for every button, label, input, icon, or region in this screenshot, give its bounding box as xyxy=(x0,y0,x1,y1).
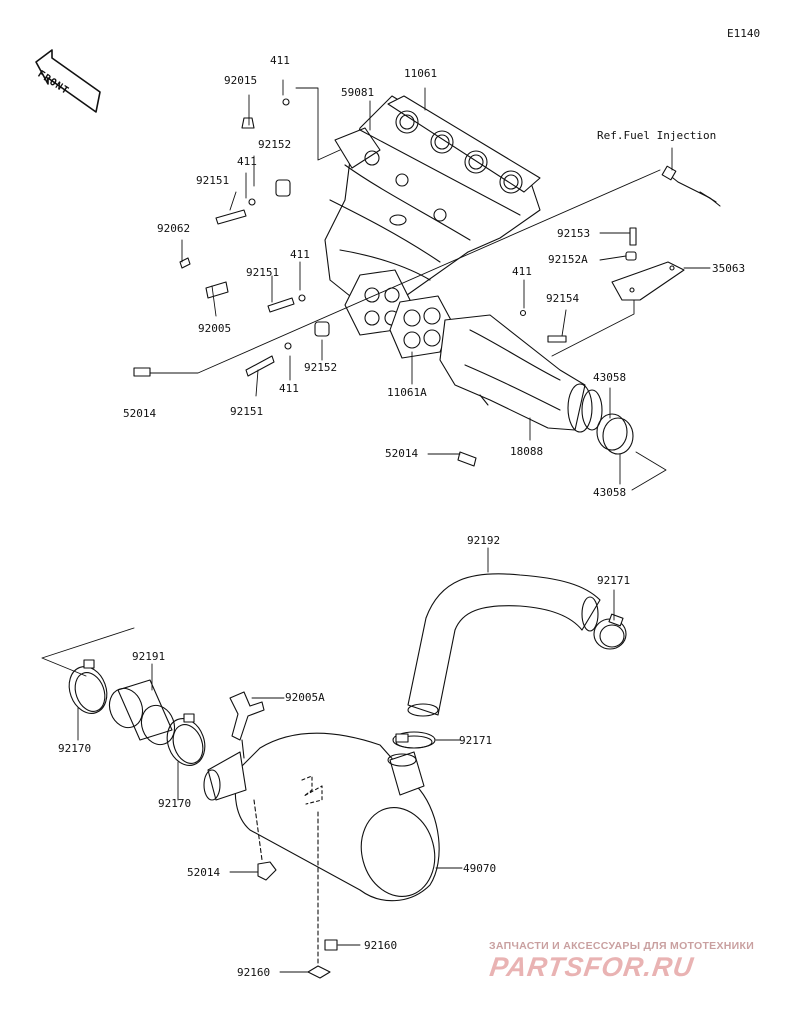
manifold-gasket xyxy=(387,95,541,194)
callout-52014: 52014 xyxy=(385,447,419,460)
front-arrow-icon xyxy=(35,49,101,113)
callout-92151: 92151 xyxy=(230,405,264,418)
elbow-fitting-92005a xyxy=(229,691,265,759)
callout-411: 411 xyxy=(270,54,290,67)
callout-92170: 92170 xyxy=(58,742,92,755)
callout-49070: 49070 xyxy=(463,862,497,875)
callout-52014: 52014 xyxy=(123,407,157,420)
callout-92170: 92170 xyxy=(158,797,192,810)
watermark-tagline: ЗАПЧАСТИ И АКСЕССУАРЫ ДЛЯ МОТОТЕХНИКИ xyxy=(489,940,755,952)
exhaust-manifold xyxy=(324,95,541,301)
callout-92171: 92171 xyxy=(597,574,631,587)
elbow-fitting-52014-lower xyxy=(257,861,277,881)
callout-52014: 52014 xyxy=(187,866,221,879)
callout-92160: 92160 xyxy=(364,939,398,952)
callout-92151: 92151 xyxy=(196,174,230,187)
hose-clamp-92170-right xyxy=(166,713,206,766)
callout-92152: 92152 xyxy=(258,138,292,151)
callout-411: 411 xyxy=(279,382,299,395)
exhaust-pipe xyxy=(439,314,603,433)
callout-43058: 43058 xyxy=(593,371,627,384)
hose-clamp-92170-left xyxy=(68,659,108,714)
outlet-hose-92192 xyxy=(407,573,601,717)
callout-411: 411 xyxy=(512,265,532,278)
watermark-brand: PARTSFOR.RU xyxy=(487,952,696,982)
o-ring-pair xyxy=(596,413,634,455)
hose-clamp-92171-lower xyxy=(392,731,436,749)
callout-92160: 92160 xyxy=(237,966,271,979)
callout-92154: 92154 xyxy=(546,292,580,305)
callout-92005: 92005 xyxy=(198,322,232,335)
fastener-group xyxy=(133,98,567,467)
callout-92171: 92171 xyxy=(459,734,493,747)
callout-92153: 92153 xyxy=(557,227,591,240)
callout-92192: 92192 xyxy=(467,534,501,547)
label-sticker-92160 xyxy=(307,939,338,979)
ref-note: Ref.Fuel Injection xyxy=(597,129,717,142)
callout-92005a: 92005A xyxy=(285,691,325,704)
callout-lines-lower xyxy=(41,547,615,973)
callout-11061: 11061 xyxy=(404,67,438,80)
connector-tube-92191 xyxy=(108,679,176,746)
callout-92151: 92151 xyxy=(246,266,280,279)
diagram-code: E1140 xyxy=(727,27,761,40)
outlet-gasket xyxy=(389,295,453,359)
callout-92062: 92062 xyxy=(157,222,191,235)
callout-43058: 43058 xyxy=(593,486,627,499)
hose-clamp-92171-upper xyxy=(593,613,627,650)
muffler-49070 xyxy=(203,732,440,971)
callout-11061a: 11061A xyxy=(387,386,427,399)
sensor-lead xyxy=(661,165,721,207)
callout-92015: 92015 xyxy=(224,74,258,87)
callout-92152: 92152 xyxy=(304,361,338,374)
callout-59081: 59081 xyxy=(341,86,375,99)
callout-411: 411 xyxy=(290,248,310,261)
callout-92191: 92191 xyxy=(132,650,166,663)
callout-92152a: 92152A xyxy=(548,253,588,266)
callout-18088: 18088 xyxy=(510,445,544,458)
bracket xyxy=(611,227,685,301)
callout-35063: 35063 xyxy=(712,262,746,275)
callout-411: 411 xyxy=(237,155,257,168)
callout-lines-upper xyxy=(149,79,711,491)
